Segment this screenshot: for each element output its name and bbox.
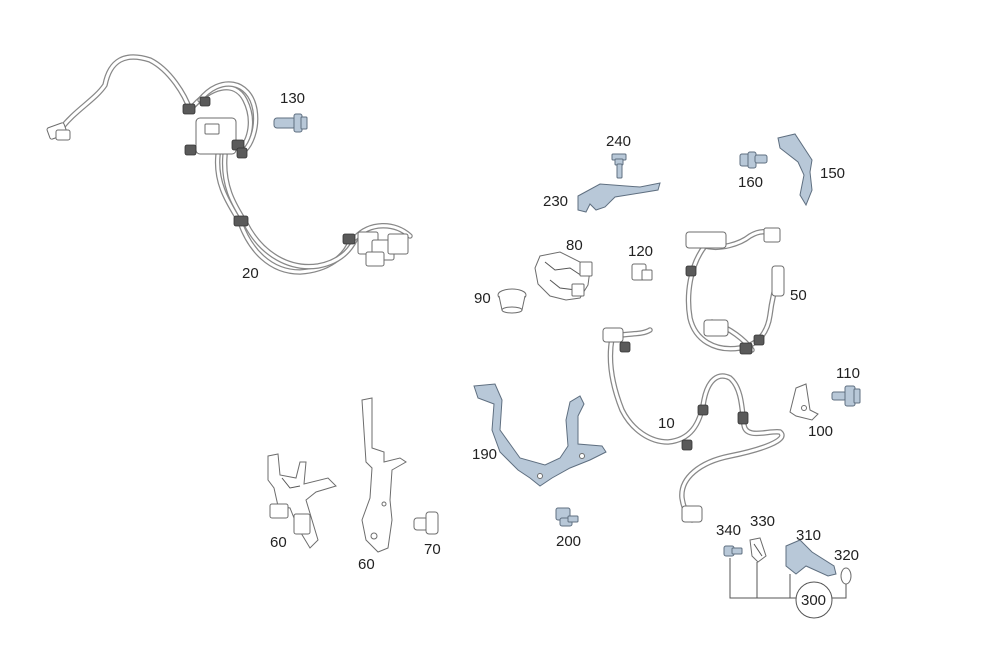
callout-310: 310 xyxy=(796,527,822,544)
o-ring-320[interactable] xyxy=(840,567,852,585)
callout-160: 160 xyxy=(738,174,764,191)
bracket-80[interactable] xyxy=(534,251,593,301)
clip-120[interactable] xyxy=(631,263,653,281)
bracket-60-center[interactable] xyxy=(361,397,407,553)
nut-70[interactable] xyxy=(413,511,439,535)
callout-320: 320 xyxy=(834,547,860,564)
bracket-190[interactable] xyxy=(473,383,607,487)
bracket-60-left[interactable] xyxy=(267,453,337,549)
callout-80: 80 xyxy=(566,237,583,254)
callout-20: 20 xyxy=(242,265,259,282)
bracket-100[interactable] xyxy=(789,383,819,421)
clip-330[interactable] xyxy=(749,537,767,563)
bracket-150[interactable] xyxy=(777,133,813,207)
bolt-160[interactable] xyxy=(739,151,768,169)
callout-50: 50 xyxy=(790,287,807,304)
callout-60-center: 60 xyxy=(358,556,375,573)
callout-100: 100 xyxy=(808,423,834,440)
sensor-kit-300[interactable] xyxy=(723,537,852,619)
callout-130: 130 xyxy=(280,90,306,107)
wiring-harness-20[interactable] xyxy=(46,54,413,275)
callout-340: 340 xyxy=(716,522,742,539)
grommet-90[interactable] xyxy=(497,288,527,314)
callout-90: 90 xyxy=(474,290,491,307)
callout-10: 10 xyxy=(658,415,675,432)
callout-230: 230 xyxy=(543,193,569,210)
speed-sensor-310[interactable] xyxy=(785,539,837,577)
bolt-240[interactable] xyxy=(611,153,627,179)
bracket-230[interactable] xyxy=(577,182,661,213)
callout-60-left: 60 xyxy=(270,534,287,551)
bolt-200[interactable] xyxy=(555,507,579,527)
sensor-wire-50[interactable] xyxy=(685,227,785,355)
sensor-wire-10[interactable] xyxy=(602,327,785,523)
callout-300: 300 xyxy=(801,592,827,609)
bolt-130[interactable] xyxy=(273,113,308,133)
callout-200: 200 xyxy=(556,533,582,550)
callout-70: 70 xyxy=(424,541,441,558)
screw-340[interactable] xyxy=(723,545,743,557)
callout-330: 330 xyxy=(750,513,776,530)
bolt-110[interactable] xyxy=(831,385,861,407)
callout-190: 190 xyxy=(472,446,498,463)
callout-120: 120 xyxy=(628,243,654,260)
callout-240: 240 xyxy=(606,133,632,150)
callout-110: 110 xyxy=(836,365,860,382)
callout-150: 150 xyxy=(820,165,846,182)
